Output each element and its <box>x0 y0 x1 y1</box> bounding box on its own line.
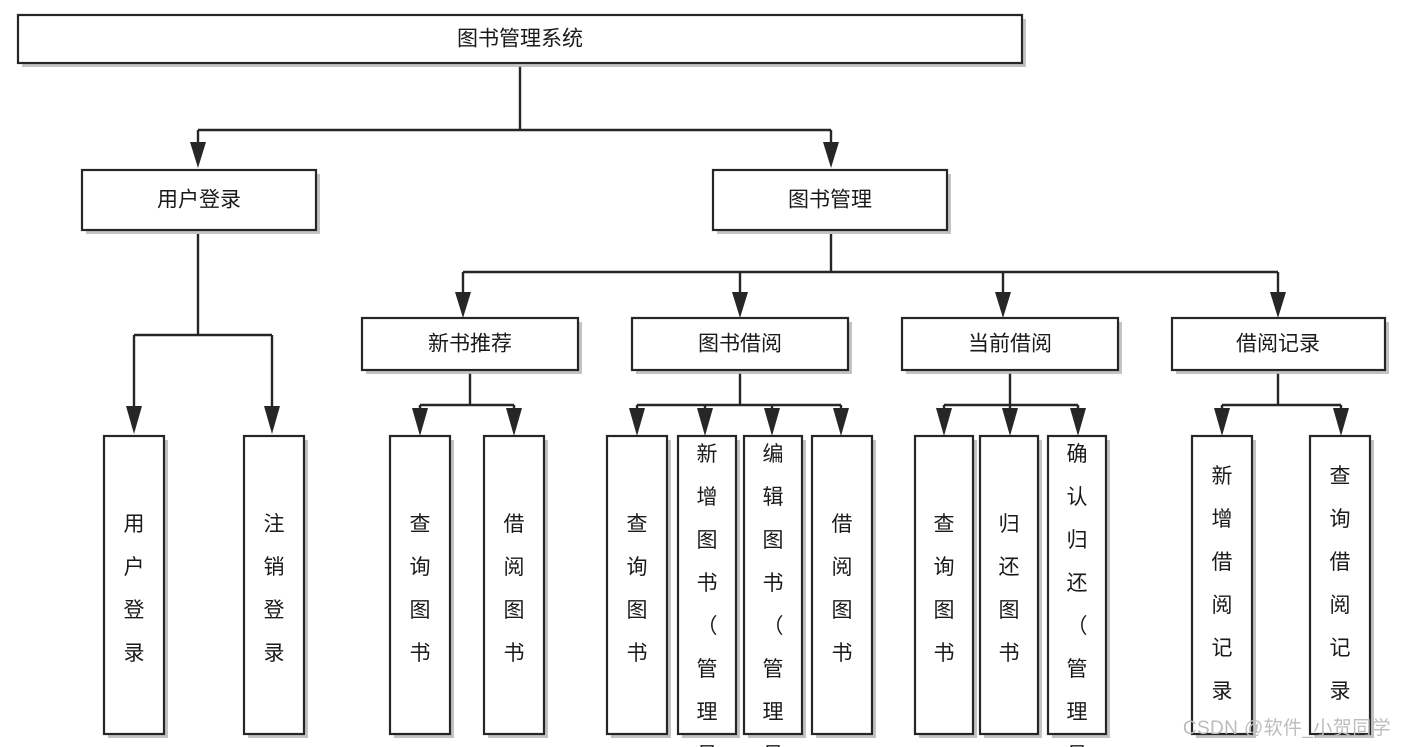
arrow-head-leaf-query-book-2 <box>629 408 645 436</box>
node-leaf-query-book-2[interactable]: 查询图书 <box>605 434 671 738</box>
node-leaf-confirm-return[interactable]: 确认归还（管理员） <box>1046 434 1110 747</box>
leaf-borrow-book-1-label: 借阅图书 <box>504 513 525 665</box>
node-leaf-user-login[interactable]: 用户登录 <box>102 434 168 738</box>
root-box <box>16 13 1024 65</box>
leaf-user-logout-label: 注销登录 <box>264 513 285 665</box>
leaf-edit-book-label: 编辑图书（管理员） <box>763 443 784 747</box>
arrow-head-leaf-edit-book <box>764 408 780 436</box>
node-book-borrow[interactable]: 图书借阅 <box>630 316 852 374</box>
node-leaf-borrow-book-2[interactable]: 借阅图书 <box>810 434 876 738</box>
leaf-borrow-book-1-box <box>482 434 546 736</box>
node-leaf-query-book-1[interactable]: 查询图书 <box>388 434 454 738</box>
node-leaf-borrow-book-1[interactable]: 借阅图书 <box>482 434 548 738</box>
current-borrow-box <box>900 316 1120 372</box>
csdn-watermark: CSDN @软件_小贺同学 <box>1182 718 1391 739</box>
leaf-query-book-2-label: 查询图书 <box>627 513 648 665</box>
arrow-head-leaf-borrow-book-1 <box>506 408 522 436</box>
arrow-head-current-borrow <box>995 292 1011 318</box>
arrow-head-borrow-record <box>1270 292 1286 318</box>
new-book-recommend-label: 新书推荐 <box>428 333 512 356</box>
borrow-record-label: 借阅记录 <box>1236 333 1320 356</box>
node-leaf-query-record[interactable]: 查询借阅记录 <box>1308 434 1374 738</box>
leaf-confirm-return-label: 确认归还（管理员） <box>1067 443 1088 747</box>
arrow-head-book-manage <box>823 142 839 168</box>
arrow-head-book-borrow <box>732 292 748 318</box>
book-manage-label: 图书管理 <box>788 189 872 212</box>
arrow-head-leaf-user-login <box>126 406 142 434</box>
leaf-query-book-1-box <box>388 434 452 736</box>
leaf-query-book-3-label: 查询图书 <box>934 513 955 665</box>
leaf-query-record-label: 查询借阅记录 <box>1330 465 1351 703</box>
arrow-head-leaf-add-book <box>697 408 713 436</box>
arrow-head-leaf-confirm-return <box>1070 408 1086 436</box>
arrow-head-leaf-query-book-1 <box>412 408 428 436</box>
leaf-user-login-label: 用户登录 <box>124 513 145 665</box>
leaf-add-book-label: 新增图书（管理员） <box>697 443 718 747</box>
leaf-return-book-box <box>978 434 1040 736</box>
new-book-recommend-box <box>360 316 580 372</box>
book-borrow-label: 图书借阅 <box>698 333 782 356</box>
arrow-head-new-book-recommend <box>455 292 471 318</box>
leaf-query-book-2-box <box>605 434 669 736</box>
node-user-login[interactable]: 用户登录 <box>80 168 320 234</box>
leaf-edit-book-box <box>742 434 804 736</box>
leaf-add-book-box <box>676 434 738 736</box>
node-leaf-add-record[interactable]: 新增借阅记录 <box>1190 434 1256 738</box>
borrow-record-box <box>1170 316 1387 372</box>
leaf-user-logout-box <box>242 434 306 736</box>
arrow-head-leaf-query-record <box>1333 408 1349 436</box>
node-borrow-record[interactable]: 借阅记录 <box>1170 316 1389 374</box>
arrow-head-leaf-return-book <box>1002 408 1018 436</box>
arrow-head-leaf-borrow-book-2 <box>833 408 849 436</box>
leaf-query-book-1-label: 查询图书 <box>410 513 431 665</box>
arrow-head-leaf-user-logout <box>264 406 280 434</box>
leaf-query-book-3-box <box>913 434 975 736</box>
book-borrow-box <box>630 316 850 372</box>
leaf-borrow-book-2-label: 借阅图书 <box>832 513 853 665</box>
node-new-book-recommend[interactable]: 新书推荐 <box>360 316 582 374</box>
node-leaf-edit-book[interactable]: 编辑图书（管理员） <box>742 434 806 747</box>
leaf-add-record-label: 新增借阅记录 <box>1212 465 1233 703</box>
book-manage-box <box>711 168 949 232</box>
leaf-confirm-return-box <box>1046 434 1108 736</box>
leaf-borrow-book-2-box <box>810 434 874 736</box>
arrow-head-leaf-add-record <box>1214 408 1230 436</box>
arrow-head-user-login <box>190 142 206 168</box>
user-login-label: 用户登录 <box>157 189 241 212</box>
node-book-manage[interactable]: 图书管理 <box>711 168 951 234</box>
node-leaf-add-book[interactable]: 新增图书（管理员） <box>676 434 740 747</box>
node-leaf-return-book[interactable]: 归还图书 <box>978 434 1042 738</box>
leaf-query-record-box <box>1308 434 1372 736</box>
leaf-add-record-box <box>1190 434 1254 736</box>
user-login-box <box>80 168 318 232</box>
node-leaf-user-logout[interactable]: 注销登录 <box>242 434 308 738</box>
connector-layer <box>126 66 1349 436</box>
root-label: 图书管理系统 <box>457 28 583 51</box>
leaf-return-book-label: 归还图书 <box>999 513 1020 665</box>
leaf-user-login-box <box>102 434 166 736</box>
node-root[interactable]: 图书管理系统 <box>16 13 1026 67</box>
node-current-borrow[interactable]: 当前借阅 <box>900 316 1122 374</box>
arrow-head-leaf-query-book-3 <box>936 408 952 436</box>
current-borrow-label: 当前借阅 <box>968 333 1052 356</box>
node-leaf-query-book-3[interactable]: 查询图书 <box>913 434 977 738</box>
